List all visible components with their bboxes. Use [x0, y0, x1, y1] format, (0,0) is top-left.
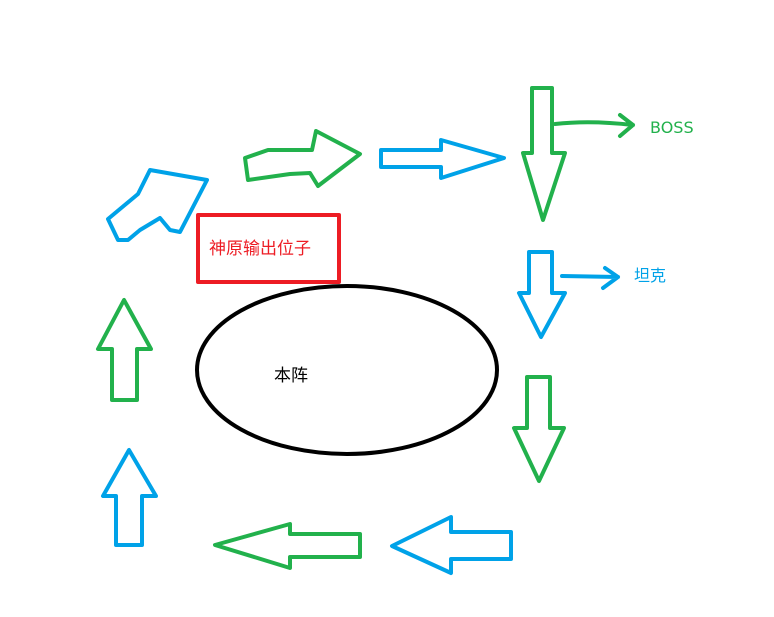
output-position-label: 神原输出位子 — [209, 239, 311, 259]
arrow-down-green-top — [521, 86, 567, 222]
arrow-to-boss — [553, 113, 635, 138]
arrow-up-green-left — [96, 298, 153, 402]
arrow-to-tank — [560, 266, 620, 290]
arrow-left-green-bottom — [213, 522, 362, 570]
output-position-box — [196, 213, 341, 284]
arrow-left-blue-bottom — [390, 515, 513, 575]
center-ellipse — [195, 284, 499, 456]
arrow-right-blue-top — [379, 138, 506, 180]
tank-label: 坦克 — [634, 266, 666, 285]
arrow-diagonal-blue — [106, 168, 209, 242]
boss-label: BOSS — [650, 118, 694, 137]
arrow-down-blue-right — [517, 250, 567, 339]
arrow-right-green-top — [243, 129, 362, 188]
arrow-up-blue-left — [101, 448, 158, 547]
center-label: 本阵 — [274, 366, 308, 386]
arrow-down-green-right — [512, 375, 566, 483]
